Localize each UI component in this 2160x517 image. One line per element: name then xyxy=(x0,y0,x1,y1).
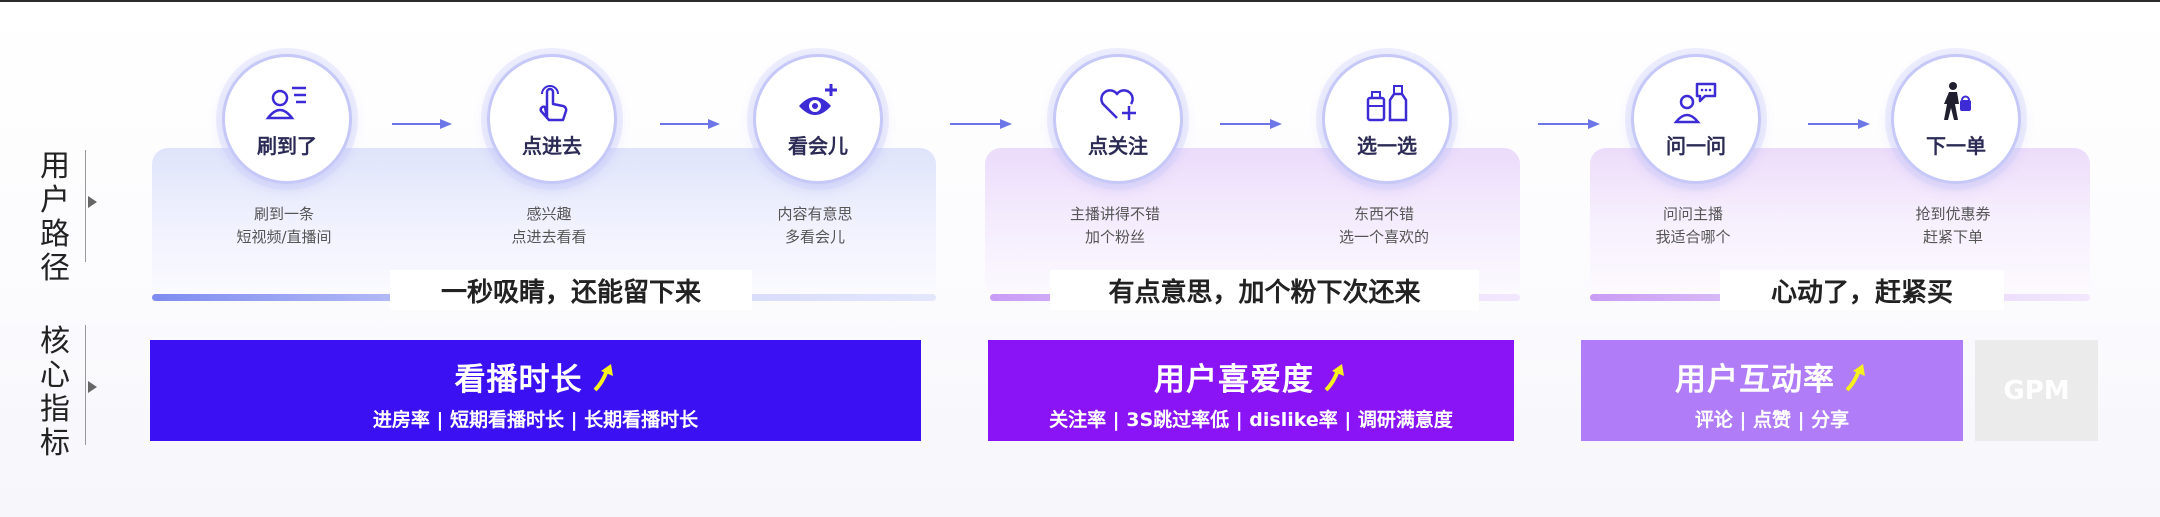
step-circle-7: 下一单 xyxy=(1891,54,2021,184)
tap-hand-icon xyxy=(539,84,568,121)
metric-watch-time: 看播时长 进房率 | 短期看播时长 | 长期看播时长 xyxy=(150,340,921,441)
metric-title: GPM xyxy=(2003,375,2070,406)
slogan-buy: 心动了，赶紧买 xyxy=(1720,270,2004,310)
metric-gpm: GPM xyxy=(1975,340,2098,441)
step-desc-4: 主播讲得不错加个粉丝 xyxy=(1069,205,1160,246)
step-circle-6: 问一问 xyxy=(1631,54,1761,184)
step-desc-5: 东西不错选一个喜欢的 xyxy=(1338,205,1429,246)
step-circle-3: 看会儿 xyxy=(753,54,883,184)
eye-plus-icon xyxy=(799,83,837,115)
metric-user-preference: 用户喜爱度 关注率 | 3S跳过率低 | dislike率 | 调研满意度 xyxy=(988,340,1514,441)
flow-arrow-6 xyxy=(1808,119,1870,129)
step-label: 看会儿 xyxy=(788,133,848,158)
top-border xyxy=(0,0,2160,2)
step-desc-1: 刷到一条短视频/直播间 xyxy=(236,205,332,246)
step-label: 问一问 xyxy=(1666,133,1726,158)
step-label: 刷到了 xyxy=(257,133,317,158)
step-label: 点进去 xyxy=(522,133,582,158)
flow-arrow-2 xyxy=(660,119,720,129)
metric-subtitle: 评论 | 点赞 | 分享 xyxy=(1694,409,1850,431)
flow-arrow-5 xyxy=(1538,119,1600,129)
up-arrow-icon xyxy=(1845,363,1865,391)
metric-user-interaction: 用户互动率 评论 | 点赞 | 分享 xyxy=(1581,340,1963,441)
row-marker-metrics xyxy=(88,381,97,393)
row-divider-metrics xyxy=(85,325,86,445)
step-circle-1: 刷到了 xyxy=(222,54,352,184)
shopping-person-icon xyxy=(1944,81,1971,120)
heart-plus-icon xyxy=(1100,88,1136,120)
flow-arrow-3 xyxy=(950,119,1012,129)
row-label-journey: 用户路径 xyxy=(40,149,70,286)
step-label: 下一单 xyxy=(1926,133,1986,158)
up-arrow-icon xyxy=(593,363,613,391)
step-desc-7: 抢到优惠券赶紧下单 xyxy=(1915,205,1991,246)
slogan-attract: 一秒吸睛，还能留下来 xyxy=(390,270,752,310)
metric-title: 用户喜爱度 xyxy=(1154,362,1314,398)
row-divider-journey xyxy=(85,150,86,262)
products-icon xyxy=(1366,84,1408,121)
step-label: 选一选 xyxy=(1357,133,1417,158)
step-circle-2: 点进去 xyxy=(487,54,617,184)
up-arrow-icon xyxy=(1324,363,1344,391)
row-marker-journey xyxy=(88,196,97,208)
step-circle-5: 选一选 xyxy=(1322,54,1452,184)
step-desc-2: 感兴趣点进去看看 xyxy=(511,205,587,246)
row-label-metrics: 核心指标 xyxy=(40,324,70,461)
flow-arrow-1 xyxy=(392,119,452,129)
metric-title: 看播时长 xyxy=(454,362,583,398)
flow-arrow-4 xyxy=(1220,119,1282,129)
metric-subtitle: 关注率 | 3S跳过率低 | dislike率 | 调研满意度 xyxy=(1049,409,1453,431)
step-desc-6: 问问主播我适合哪个 xyxy=(1655,205,1731,246)
slogan-follow: 有点意思，加个粉下次还来 xyxy=(1050,270,1479,310)
metric-subtitle: 进房率 | 短期看播时长 | 长期看播时长 xyxy=(372,409,699,431)
metric-title: 用户互动率 xyxy=(1675,362,1835,398)
step-desc-3: 内容有意思多看会儿 xyxy=(777,205,853,246)
user-list-icon xyxy=(265,86,306,119)
step-label: 点关注 xyxy=(1088,133,1148,158)
user-chat-icon xyxy=(1673,82,1717,123)
step-circle-4: 点关注 xyxy=(1053,54,1183,184)
